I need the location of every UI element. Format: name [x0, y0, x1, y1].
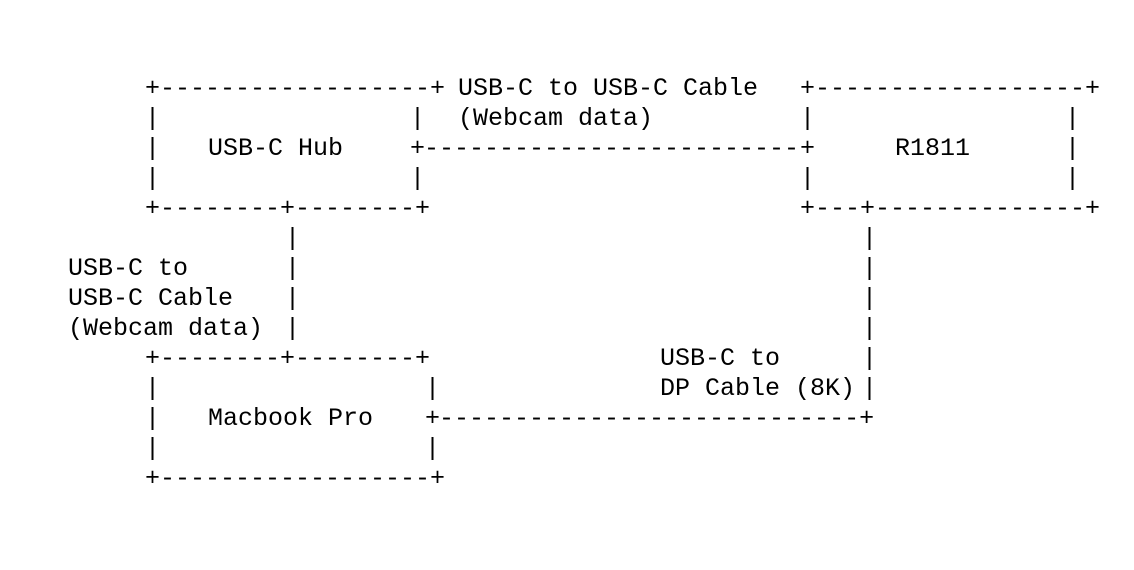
- r1811-macbook-vline: |: [862, 284, 877, 313]
- hub-box-left-border: |: [145, 164, 160, 193]
- node-r1811: +------------------+ | | + | | | +---+--…: [800, 74, 1100, 223]
- r1811-box-left-border: |: [800, 164, 815, 193]
- macbook-box-left-border: |: [145, 404, 160, 433]
- r1811-box-right-border: |: [1065, 164, 1080, 193]
- r1811-box-top-border: +------------------+: [800, 74, 1100, 103]
- r1811-macbook-vline: |: [862, 224, 877, 253]
- r1811-box-left-connector: +: [800, 134, 815, 163]
- r1811-box-bottom-border: +---+--------------+: [800, 194, 1100, 223]
- hub-r1811-label-line1: USB-C to USB-C Cable: [458, 74, 758, 103]
- macbook-box-right-connector: +: [425, 404, 440, 433]
- hub-macbook-label-line2: USB-C Cable: [68, 284, 233, 313]
- hub-box-bottom-border: +--------+--------+: [145, 194, 430, 223]
- r1811-macbook-vline: |: [862, 314, 877, 343]
- hub-box-right-border: |: [410, 164, 425, 193]
- macbook-r1811-label-line2: DP Cable (8K): [660, 374, 855, 403]
- macbook-box-right-border: |: [425, 434, 440, 463]
- r1811-macbook-vline: |: [862, 374, 877, 403]
- macbook-box-right-border: |: [425, 374, 440, 403]
- r1811-macbook-vline: |: [862, 254, 877, 283]
- r1811-box-left-border: |: [800, 104, 815, 133]
- r1811-label: R1811: [895, 134, 970, 163]
- macbook-label: Macbook Pro: [208, 404, 373, 433]
- edge-hub-to-r1811: ------------------------- USB-C to USB-C…: [424, 74, 799, 163]
- hub-macbook-label-line1: USB-C to: [68, 254, 188, 283]
- hub-box-right-connector: +: [410, 134, 425, 163]
- hub-macbook-line: |: [285, 314, 300, 343]
- r1811-box-right-border: |: [1065, 134, 1080, 163]
- hub-box-left-border: |: [145, 134, 160, 163]
- hub-macbook-label-line3: (Webcam data): [68, 314, 263, 343]
- hub-r1811-line: -------------------------: [424, 134, 799, 163]
- hub-macbook-line: |: [285, 284, 300, 313]
- macbook-box-bottom-border: +------------------+: [145, 464, 445, 493]
- hub-box-top-border: +------------------+: [145, 74, 445, 103]
- edge-macbook-to-r1811: | | | | | | ----------------------------…: [439, 224, 877, 433]
- hub-macbook-line: |: [285, 224, 300, 253]
- r1811-box-right-border: |: [1065, 104, 1080, 133]
- edge-hub-to-macbook: | | | | USB-C to USB-C Cable (Webcam dat…: [68, 224, 300, 343]
- r1811-macbook-hline: ----------------------------+: [439, 404, 874, 433]
- hub-box-left-border: |: [145, 104, 160, 133]
- node-usb-hub: +------------------+ | | | + | | +------…: [145, 74, 445, 223]
- usb-hub-label: USB-C Hub: [208, 134, 343, 163]
- hub-box-right-border: |: [410, 104, 425, 133]
- macbook-box-left-border: |: [145, 374, 160, 403]
- hub-macbook-line: |: [285, 254, 300, 283]
- macbook-box-top-border: +--------+--------+: [145, 344, 430, 373]
- node-macbook: +--------+--------+ | | | + | | +-------…: [145, 344, 445, 493]
- macbook-r1811-label-line1: USB-C to: [660, 344, 780, 373]
- hub-r1811-label-line2: (Webcam data): [458, 104, 653, 133]
- macbook-box-left-border: |: [145, 434, 160, 463]
- r1811-macbook-vline: |: [862, 344, 877, 373]
